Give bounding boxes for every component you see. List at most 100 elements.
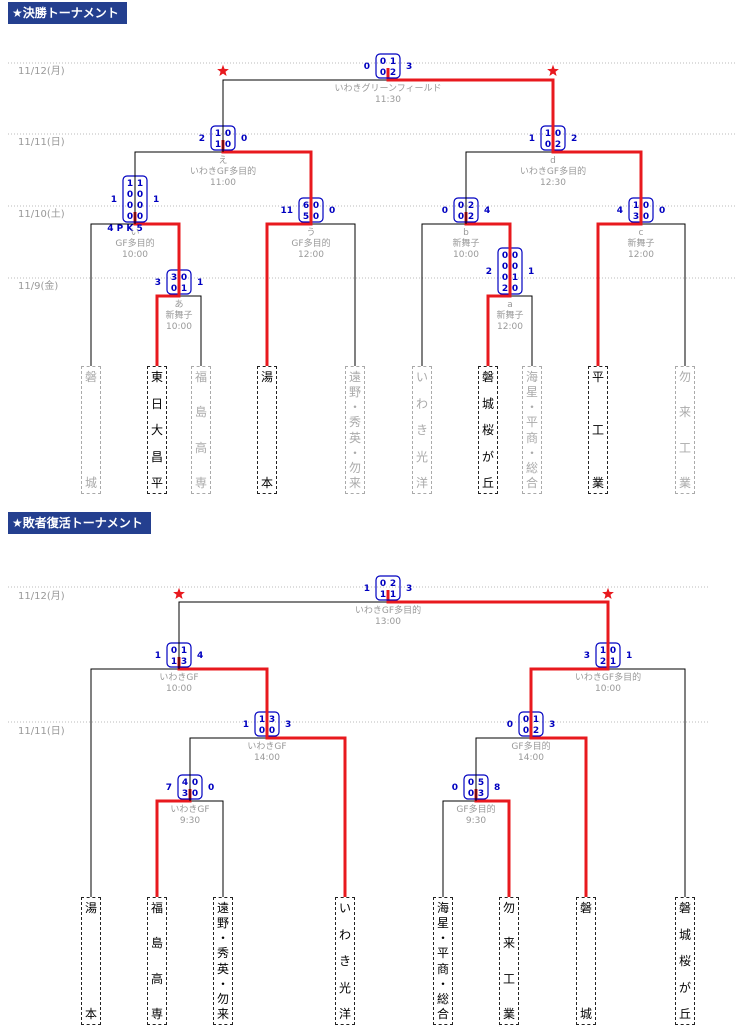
cons-team-2-char: ・ — [216, 931, 229, 946]
cons-match-2-score-right-0: 3 — [269, 715, 275, 725]
main-team-7: 海星・平商・総合 — [522, 366, 542, 494]
cons-team-0: 湯本 — [81, 897, 101, 1025]
cons-team-1-char: 福 — [150, 901, 163, 915]
main-team-5-char: 光 — [415, 449, 428, 464]
cons-team-0-char: 湯 — [84, 901, 97, 915]
cons-team-3-char: 洋 — [338, 1007, 351, 1021]
cons-match-4-score-right-1: 3 — [181, 657, 187, 667]
cons-match-final-venue: いわきGF多目的 — [355, 604, 421, 616]
main-match-a0-total-left: 3 — [155, 278, 161, 288]
cons-match-0-score-right-0: 0 — [192, 778, 198, 788]
main-match-u-venue: GF多目的 — [291, 237, 330, 249]
main-match-final-score-left-0: 0 — [380, 57, 386, 67]
main-team-1: 東日大昌平 — [147, 366, 167, 494]
main-match-i-score-left-3: 0 — [127, 212, 133, 222]
cons-match-4-total-left: 1 — [155, 651, 161, 661]
cons-team-5-char: 勿 — [502, 901, 515, 915]
cons-match-4-score-left-0: 0 — [171, 646, 177, 656]
main-team-5: いわき光洋 — [412, 366, 432, 494]
cons-team-3-char: き — [338, 954, 351, 968]
cons-match-3-score-left-1: 0 — [523, 726, 529, 736]
main-match-u-total-left: 11 — [280, 206, 293, 216]
cons-match-1-score-left-1: 0 — [468, 789, 474, 799]
cons-match-1-venue: GF多目的 — [456, 803, 495, 815]
cons-match-0-venue: いわきGF — [170, 804, 209, 815]
main-match-i-score-left-2: 0 — [127, 201, 133, 211]
main-team-3-char: 本 — [260, 476, 273, 490]
main-match-c-venue: 新舞子 — [627, 237, 654, 249]
cons-team-4-char: ・ — [436, 931, 449, 946]
cons-match-0-total-right: 0 — [208, 783, 214, 793]
cons-match-1-total-left: 0 — [452, 783, 458, 793]
cons-team-4-char: 平 — [436, 946, 449, 961]
cons-match-final-total-right: 3 — [406, 584, 412, 594]
main-team-0: 磐城 — [81, 366, 101, 494]
main-match-u-win-path — [265, 212, 313, 366]
main-match-c-win-path — [596, 212, 643, 366]
cons-team-4-char: 海 — [436, 901, 449, 915]
main-match-e-score-left-1: 1 — [215, 140, 221, 150]
cons-match-5-venue: いわきGF多目的 — [575, 671, 641, 683]
cons-match-5-score-left-1: 2 — [600, 657, 606, 667]
cons-match-1-total-right: 8 — [494, 783, 500, 793]
cons-team-2-char: 野 — [216, 916, 229, 931]
cons-match-2-score-left-1: 0 — [259, 726, 265, 736]
main-team-6-char: が — [481, 449, 494, 464]
main-match-a1-id: a — [507, 300, 513, 310]
main-match-e-win-path — [221, 140, 313, 224]
main-match-d-id: d — [550, 156, 556, 166]
main-match-d-venue: いわきGF多目的 — [520, 165, 586, 177]
main-match-d-score-right-0: 0 — [555, 129, 561, 139]
main-match-final-win-path — [386, 68, 555, 152]
cons-match-2-time: 14:00 — [254, 753, 280, 763]
main-team-0-char: 城 — [84, 476, 97, 490]
main-match-d-total-right: 2 — [571, 134, 577, 144]
cons-team-2-char: 来 — [216, 1006, 229, 1021]
main-team-7-char: 合 — [525, 475, 538, 490]
main-match-c-time: 12:00 — [628, 250, 654, 260]
cons-team-4-char: 星 — [436, 916, 449, 931]
main-match-e-score-left-0: 1 — [215, 129, 221, 139]
main-team-7-char: ・ — [525, 400, 538, 415]
cons-team-5-char: 業 — [502, 1006, 515, 1021]
cons-team-7-char: が — [678, 980, 691, 995]
main-match-b-time: 10:00 — [453, 250, 479, 260]
main-team-1-char: 日 — [150, 396, 163, 411]
cons-team-2-char: 勿 — [216, 991, 229, 1006]
main-match-i-score-left-1: 0 — [127, 190, 133, 200]
cons-team-2-char: 遠 — [216, 901, 229, 915]
cons-match-3-score-left-0: 0 — [523, 715, 529, 725]
main-match-a1-total-right: 1 — [528, 267, 534, 277]
main-match-a1-score-right-0: 0 — [512, 251, 518, 261]
cons-match-4-venue: いわきGF — [159, 672, 198, 683]
main-match-i-score-right-2: 0 — [137, 201, 143, 211]
main-date-3: 11/9(金) — [18, 279, 58, 292]
cons-match-0-score-left-1: 3 — [182, 789, 188, 799]
cons-match-0-score-left-0: 4 — [182, 778, 188, 788]
cons-team-1-char: 島 — [150, 936, 163, 951]
main-team-3: 湯本 — [257, 366, 277, 494]
main-team-4-char: 秀 — [348, 415, 361, 430]
main-match-a0-score-right-1: 1 — [181, 284, 187, 294]
main-match-i-total-left: 1 — [111, 195, 117, 205]
cons-match-final-win-path — [386, 590, 610, 669]
main-team-9: 勿来工業 — [675, 366, 695, 494]
main-team-2-char: 福 — [194, 370, 207, 384]
main-match-d-total-left: 1 — [529, 134, 535, 144]
cons-team-4-char: ・ — [436, 976, 449, 991]
main-match-e-total-left: 2 — [199, 134, 205, 144]
cons-match-5-score-right-0: 0 — [610, 646, 616, 656]
cons-team-7-char: 桜 — [678, 954, 691, 968]
main-match-i-score-left-0: 1 — [127, 179, 133, 189]
main-match-d-score-left-0: 1 — [545, 129, 551, 139]
main-team-3-char: 湯 — [260, 370, 273, 384]
main-team-4-char: 英 — [348, 430, 361, 445]
main-team-9-char: 勿 — [678, 370, 691, 384]
main-team-5-char: 洋 — [415, 476, 428, 490]
cons-match-1-score-right-0: 5 — [478, 778, 484, 788]
main-match-b-venue: 新舞子 — [452, 237, 479, 249]
main-match-a0-total-right: 1 — [197, 278, 203, 288]
main-team-2-char: 専 — [194, 475, 207, 490]
cons-team-3-char: 光 — [338, 980, 351, 995]
cons-date-0: 11/12(月) — [18, 590, 65, 602]
